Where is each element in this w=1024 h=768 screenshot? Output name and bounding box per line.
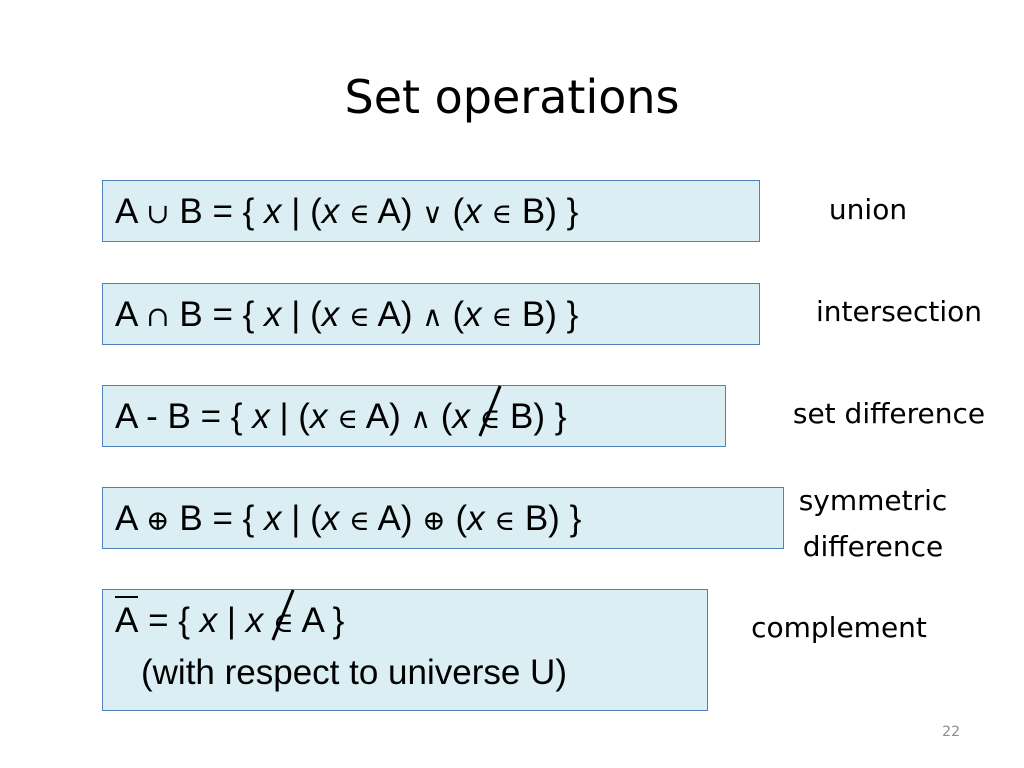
element-of-symbol: ∈ xyxy=(491,300,513,333)
symmetric-difference-label-line2: difference xyxy=(802,530,944,563)
element-of-symbol: ∈ xyxy=(494,504,516,537)
not-element-of-symbol: ∈ xyxy=(271,589,295,642)
intersection-label: intersection xyxy=(815,295,983,328)
intersection-symbol: ∩ xyxy=(146,300,170,333)
symmetric-difference-formula: A ⊕ B = { x | (x ∈ A) ⊕ (x ∈ B) } xyxy=(115,499,582,538)
slide-title: Set operations xyxy=(344,70,680,124)
and-symbol: ∧ xyxy=(422,300,443,333)
element-of-symbol: ∈ xyxy=(491,197,513,230)
element-of-symbol: ∈ xyxy=(337,402,358,435)
symmetric-difference-label-line1: symmetric xyxy=(798,484,948,517)
or-symbol: ∨ xyxy=(422,197,443,230)
set-difference-formula: A - B = { x | (x ∈ A) ∧ (x ∈ B) } xyxy=(115,385,566,438)
set-difference-formula-box: A - B = { x | (x ∈ A) ∧ (x ∈ B) } xyxy=(102,385,726,447)
union-symbol: ∪ xyxy=(146,197,170,230)
union-formula-box: A ∪ B = { x | (x ∈ A) ∨ (x ∈ B) } xyxy=(102,180,760,242)
intersection-formula-box: A ∩ B = { x | (x ∈ A) ∧ (x ∈ B) } xyxy=(102,283,760,345)
set-difference-label: set difference xyxy=(792,397,986,430)
and-symbol: ∧ xyxy=(410,402,431,435)
symmetric-difference-label: symmetric difference xyxy=(778,478,968,570)
page-number: 22 xyxy=(942,724,960,740)
complement-overbar: A xyxy=(115,596,139,640)
complement-label: complement xyxy=(751,611,927,644)
union-formula: A ∪ B = { x | (x ∈ A) ∨ (x ∈ B) } xyxy=(115,192,579,231)
not-element-of-symbol: ∈ xyxy=(478,385,502,438)
element-of-symbol: ∈ xyxy=(349,197,370,230)
xor-symbol: ⊕ xyxy=(422,504,446,537)
element-of-symbol: ∈ xyxy=(349,504,370,537)
intersection-formula: A ∩ B = { x | (x ∈ A) ∧ (x ∈ B) } xyxy=(115,295,579,334)
symmetric-difference-formula-box: A ⊕ B = { x | (x ∈ A) ⊕ (x ∈ B) } xyxy=(102,487,784,549)
xor-symbol: ⊕ xyxy=(146,504,170,537)
complement-note: (with respect to universe U) xyxy=(141,653,567,692)
union-label: union xyxy=(828,193,908,226)
element-of-symbol: ∈ xyxy=(349,300,370,333)
complement-formula: A = { x | x ∈ A } xyxy=(115,589,344,642)
complement-formula-box: A = { x | x ∈ A } (with respect to unive… xyxy=(102,589,708,711)
